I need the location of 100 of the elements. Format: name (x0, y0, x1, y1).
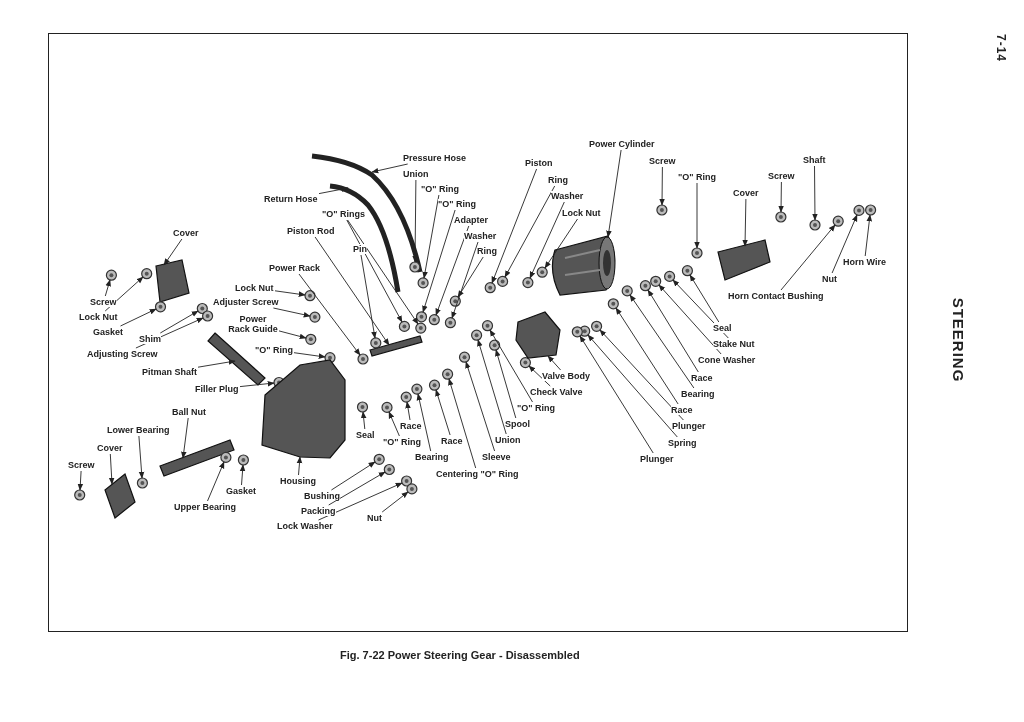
part-drawing (639, 280, 651, 292)
part-label: "O" Ring (383, 437, 422, 447)
part-label: Ring (548, 175, 568, 185)
part-drawing (809, 219, 821, 231)
part-label: Seal (356, 430, 375, 440)
part-label: Gasket (226, 486, 257, 496)
part-label: Cover (733, 188, 759, 198)
part-label: Nut (367, 513, 382, 523)
part-drawing (357, 353, 369, 365)
part-label: Stake Nut (713, 339, 755, 349)
part-label: "O" Ring (421, 184, 460, 194)
part-drawing (383, 463, 395, 476)
cover-drawing (104, 473, 136, 519)
part-label: Shaft (803, 155, 826, 165)
part-drawing (381, 401, 393, 413)
part-label: Return Hose (264, 194, 318, 204)
part-drawing (607, 298, 619, 310)
part-label: Adapter (454, 215, 488, 225)
part-drawing (832, 215, 844, 227)
page-number: 7-14 (994, 34, 1008, 62)
part-label: Lock Nut (562, 208, 601, 218)
part-drawing (458, 351, 471, 363)
part-drawing (309, 311, 321, 323)
part-label: Nut (822, 274, 837, 284)
part-label: Horn Contact Bushing (728, 291, 824, 301)
part-drawing (481, 320, 494, 332)
part-drawing (305, 333, 317, 345)
part-drawing (202, 310, 214, 322)
part-drawing (444, 317, 456, 329)
part-drawing (237, 454, 249, 466)
part-label: Screw (649, 156, 676, 166)
part-drawing (442, 368, 454, 380)
part-label: Adjuster Screw (213, 297, 279, 307)
part-drawing (522, 277, 534, 289)
part-drawing (681, 265, 693, 277)
part-label: Race (671, 405, 693, 415)
part-label: Power Rack (269, 263, 321, 273)
part-label: Union (403, 169, 429, 179)
part-drawing (428, 314, 440, 326)
part-label: Ball Nut (172, 407, 206, 417)
part-label: "O" Ring (255, 345, 294, 355)
part-label: Bearing (681, 389, 715, 399)
part-drawing (664, 270, 676, 282)
rod-drawing (369, 335, 423, 357)
part-label: Screw (90, 297, 117, 307)
part-label: Power Rack Guide (228, 314, 278, 334)
part-label: Piston (525, 158, 553, 168)
ball-nut-drawing (159, 439, 235, 477)
part-drawing (400, 391, 412, 403)
part-drawing (519, 357, 531, 369)
part-drawing (406, 483, 418, 495)
part-drawing (775, 211, 787, 223)
part-label: Cone Washer (698, 355, 756, 365)
part-drawing (415, 311, 428, 323)
part-drawing (865, 204, 877, 216)
housing-drawing (261, 359, 346, 459)
part-label: Filler Plug (195, 384, 239, 394)
figure-caption: Fig. 7-22 Power Steering Gear - Disassembled (340, 649, 580, 661)
part-label: Lock Nut (235, 283, 274, 293)
part-label: Screw (768, 171, 795, 181)
part-label: Lock Nut (79, 312, 118, 322)
part-label: Washer (551, 191, 584, 201)
part-drawing (484, 282, 496, 294)
part-drawing (449, 295, 461, 307)
part-drawing (411, 383, 423, 395)
part-drawing (141, 268, 153, 280)
part-drawing (853, 204, 865, 216)
part-label: Shim (139, 334, 161, 344)
part-label: Union (495, 435, 521, 445)
part-label: Pitman Shaft (142, 367, 197, 377)
part-label: Screw (68, 460, 95, 470)
part-drawing (428, 379, 441, 391)
part-label: Seal (713, 323, 732, 333)
part-label: "O" Ring (517, 403, 556, 413)
part-drawing (356, 401, 369, 413)
part-drawing (398, 320, 410, 332)
part-label: Cover (173, 228, 199, 238)
part-label: "O" Ring (438, 199, 477, 209)
part-label: Cover (97, 443, 123, 453)
part-drawing (154, 301, 167, 313)
part-drawing (656, 204, 668, 216)
part-label: Race (400, 421, 422, 431)
part-label: Gasket (93, 327, 124, 337)
part-label: Ring (477, 246, 497, 256)
part-drawing (691, 247, 703, 259)
section-heading: STEERING (949, 297, 967, 383)
part-drawing (571, 326, 583, 338)
part-label: Spring (668, 438, 697, 448)
part-label: Upper Bearing (174, 502, 236, 512)
part-label: Horn Wire (843, 257, 886, 267)
part-label: Check Valve (530, 387, 583, 397)
cover-drawing (155, 259, 190, 303)
part-drawing (304, 290, 316, 302)
part-label: Bushing (304, 491, 340, 501)
part-drawing (621, 285, 633, 297)
part-label: Race (441, 436, 463, 446)
part-label: Housing (280, 476, 316, 486)
part-label: Piston Rod (287, 226, 335, 236)
part-drawing (370, 337, 382, 349)
part-drawing (497, 275, 509, 287)
